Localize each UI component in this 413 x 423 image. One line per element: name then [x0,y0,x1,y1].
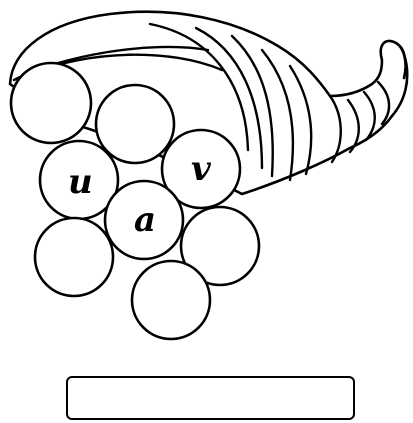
fruit-label-u: u [68,162,93,202]
answer-input-box[interactable] [66,376,355,420]
fruit-circle-top-center [96,85,174,163]
fruit-circle-top-left [11,63,91,143]
fruit-label-v: v [191,149,212,189]
fruit-circle-bottom [132,261,210,339]
fruit-circle-left [35,218,113,296]
fruit-label-a: a [134,200,156,240]
